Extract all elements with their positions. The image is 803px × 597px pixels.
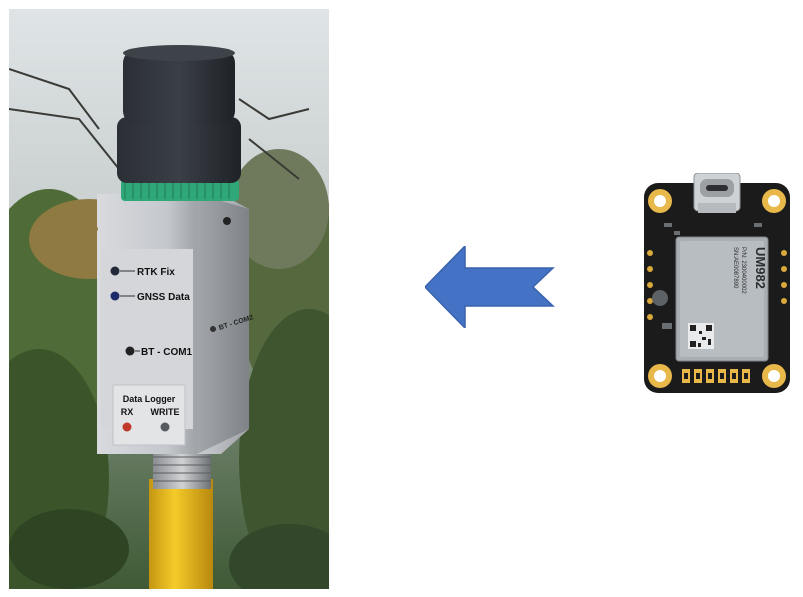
gnss-data-label: GNSS Data [137,292,190,303]
chip-pn: P/N: 2300400002 [740,247,746,294]
um982-module: UM982 P/N: 2300400002 SN:AE0087890 [644,173,790,393]
write-label: WRITE [151,407,180,417]
qr-code [688,323,714,349]
chip-sn: SN:AE0087890 [732,247,738,289]
rtk-receiver-photo: RTK Fix GNSS Data BT - COM1 BT - COM2 Da… [9,9,329,589]
survey-pole [149,479,213,589]
thread-collar [153,449,211,489]
left-arrow-icon [425,246,555,328]
mounting-holes [648,189,786,388]
bt-com1-label: BT - COM1 [141,347,193,358]
data-logger-label: Data Logger [123,394,176,404]
gnss-data-led [110,291,120,301]
rtk-fix-led [110,266,120,276]
branches [9,68,310,180]
screw-hole [223,217,231,225]
antenna-body [117,117,241,183]
bt-com2-led [210,326,216,332]
photo-rtk-receiver: RTK Fix GNSS Data BT - COM1 BT - COM2 Da… [9,9,329,589]
write-led [160,422,170,432]
rtk-fix-label: RTK Fix [137,267,175,278]
antenna-cap [123,49,235,125]
rx-label: RX [121,407,134,417]
bt-com1-led [125,346,135,356]
rx-led [122,422,132,432]
data-logger-plate [112,384,186,446]
enclosure-side [197,194,249,454]
antenna-base [121,179,239,201]
chip-label: UM982 [753,247,768,289]
